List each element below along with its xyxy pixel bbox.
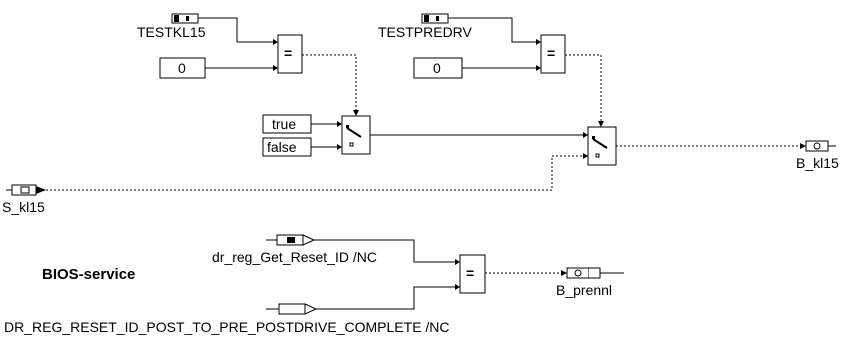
s-kl15-label: S_kl15 [2, 199, 45, 215]
switch-block-1[interactable] [341, 115, 371, 155]
equal-block-2[interactable]: = [540, 34, 566, 74]
svg-text:=: = [547, 45, 555, 61]
svg-text:=: = [466, 265, 474, 281]
equal-block-3[interactable]: = [459, 254, 486, 294]
dr-reg-get-reset-label: dr_reg_Get_Reset_ID /NC [212, 249, 377, 265]
dr-reg-reset-id-input[interactable] [266, 303, 318, 315]
b-kl15-label: B_kl15 [796, 155, 839, 171]
equal-block-1[interactable]: = [277, 34, 303, 74]
constant-false-value: false [267, 139, 297, 155]
testkl15-label: TESTKL15 [137, 24, 206, 40]
dr-reg-reset-id-label: DR_REG_RESET_ID_POST_TO_PRE_POSTDRIVE_CO… [4, 319, 450, 335]
b-prennl-output[interactable] [566, 267, 624, 279]
testpredrv-label: TESTPREDRV [378, 24, 473, 40]
svg-text:=: = [284, 45, 292, 61]
testpredrv-param[interactable] [421, 13, 458, 24]
constant-zero-1-value: 0 [178, 60, 186, 76]
bios-service-label: BIOS-service [42, 266, 135, 283]
dr-reg-get-reset-input[interactable] [266, 234, 316, 246]
constant-true-value: true [272, 116, 296, 132]
switch-block-2[interactable] [587, 126, 617, 166]
s-kl15-input[interactable] [6, 184, 46, 196]
b-kl15-output[interactable] [805, 140, 836, 152]
constant-zero-2-value: 0 [433, 60, 441, 76]
testkl15-param[interactable] [171, 13, 208, 24]
b-prennl-label: B_prennl [556, 282, 612, 298]
